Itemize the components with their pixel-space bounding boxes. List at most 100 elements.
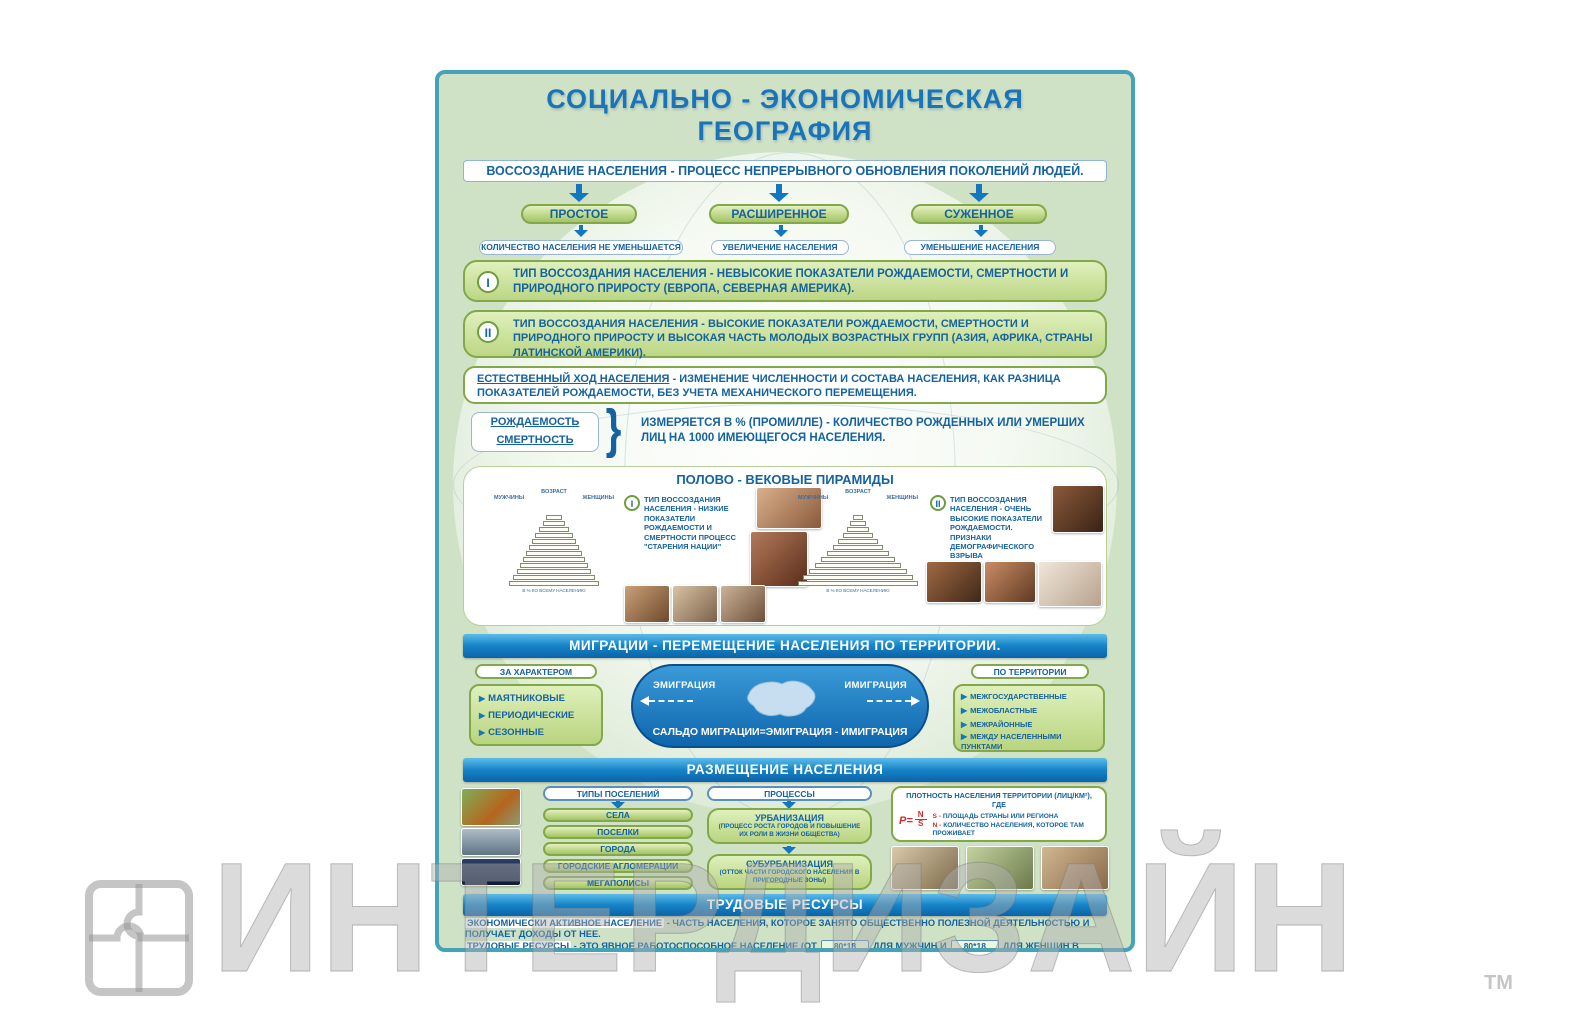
settlement-pill-poselki: ПОСЕЛКИ bbox=[543, 825, 693, 839]
age-threshold-box-women: 80*18 bbox=[950, 940, 999, 948]
reproduction-type-2-box: II ТИП ВОССОЗДАНИЯ НАСЕЛЕНИЯ - ВЫСОКИЕ П… bbox=[463, 310, 1107, 359]
emigration-arrow-icon bbox=[640, 696, 693, 706]
list-item: ▶МЕЖОБЛАСТНЫЕ bbox=[961, 706, 1038, 716]
pyramid-axis-label: В % КО ВСЕМУ НАСЕЛЕНИЮ bbox=[522, 588, 586, 593]
by-territory-title: ПО ТЕРРИТОРИИ bbox=[971, 664, 1089, 679]
birth-label: РОЖДАЕМОСТЬ bbox=[490, 416, 580, 428]
reproduction-definition: ВОССОЗДАНИЕ НАСЕЛЕНИЯ - ПРОЦЕСС НЕПРЕРЫВ… bbox=[463, 160, 1107, 182]
list-item: ▶СЕЗОННЫЕ bbox=[479, 727, 544, 739]
list-item: ▶МЕЖГОСУДАРСТВЕННЫЕ bbox=[961, 692, 1067, 702]
photo-village bbox=[461, 788, 521, 826]
pyramid-type-1-description: I ТИП ВОССОЗДАНИЯ НАСЕЛЕНИЯ - НИЗКИЕ ПОК… bbox=[624, 495, 752, 551]
age-axis-label: ВОЗРАСТ bbox=[845, 489, 871, 495]
arrow-down-icon bbox=[571, 225, 591, 237]
photo-elderly-couple bbox=[720, 585, 766, 623]
photo-african-child bbox=[1052, 485, 1104, 533]
emigration-label: ЭМИГРАЦИЯ bbox=[653, 680, 716, 691]
kind-pill-narrowed: СУЖЕННОЕ bbox=[911, 204, 1047, 224]
pyramid-type-1: ВОЗРАСТ МУЖЧИНЫ ЖЕНЩИНЫ В % КО ВСЕМУ НАС… bbox=[490, 489, 618, 593]
settlement-types-title: ТИПЫ ПОСЕЛЕНИЙ bbox=[543, 786, 693, 801]
migration-banner: МИГРАЦИИ - ПЕРЕМЕЩЕНИЕ НАСЕЛЕНИЯ ПО ТЕРР… bbox=[463, 634, 1107, 658]
arrow-right-icon: ▶ bbox=[479, 694, 486, 703]
kind-note-simple: КОЛИЧЕСТВО НАСЕЛЕНИЯ НЕ УМЕНЬШАЕТСЯ bbox=[479, 240, 683, 255]
suburbanization-title: СУБУРБАНИЗАЦИЯ bbox=[745, 859, 834, 869]
photo-young-woman bbox=[750, 531, 808, 587]
measure-text: ИЗМЕРЯЕТСЯ В % (ПРОМИЛЛЕ) - КОЛИЧЕСТВО Р… bbox=[641, 417, 1085, 444]
pyramid-type-2-description: II ТИП ВОССОЗДАНИЯ НАСЕЛЕНИЯ - ОЧЕНЬ ВЫС… bbox=[930, 495, 1050, 561]
death-label: СМЕРТНОСТЬ bbox=[496, 434, 574, 446]
migration-saldo: САЛЬДО МИГРАЦИИ=ЭМИГРАЦИЯ - ИМИГРАЦИЯ bbox=[652, 726, 908, 738]
by-territory-list: ▶МЕЖГОСУДАРСТВЕННЫЕ ▶МЕЖОБЛАСТНЫЕ ▶МЕЖРА… bbox=[953, 684, 1105, 752]
urbanization-note: (ПРОЦЕСС РОСТА ГОРОДОВ И ПОВЫШЕНИЕ ИХ РО… bbox=[718, 823, 861, 838]
poster-title-line1: СОЦИАЛЬНО - ЭКОНОМИЧЕСКАЯ bbox=[546, 84, 1024, 114]
photo-house-2 bbox=[966, 846, 1034, 890]
labor-text: ЭКОНОМИЧЕСКИ АКТИВНОЕ НАСЕЛЕНИЕ - ЧАСТЬ … bbox=[465, 918, 1109, 948]
numeral-II-icon: II bbox=[477, 321, 499, 343]
suburbanization-note: (ОТТОК ЧАСТИ ГОРОДСКОГО НАСЕЛЕНИЯ В ПРИГ… bbox=[719, 869, 860, 884]
women-label: ЖЕНЩИНЫ bbox=[582, 495, 614, 501]
pyramid-type-2: ВОЗРАСТ МУЖЧИНЫ ЖЕНЩИНЫ В % КО ВСЕМУ НАС… bbox=[794, 489, 922, 593]
list-item: ▶МЕЖРАЙОННЫЕ bbox=[961, 720, 1033, 730]
arrow-right-icon: ▶ bbox=[961, 692, 968, 702]
pyramids-title: ПОЛОВО - ВЕКОВЫЕ ПИРАМИДЫ bbox=[676, 472, 894, 487]
immigration-arrow-icon bbox=[867, 696, 920, 706]
poster-title-line2: ГЕОГРАФИЯ bbox=[697, 116, 873, 146]
list-item: ▶ПЕРИОДИЧЕСКИЕ bbox=[479, 710, 575, 722]
natural-course-title: ЕСТЕСТВЕННЫЙ ХОД НАСЕЛЕНИЯ bbox=[477, 373, 670, 385]
arrow-down-icon bbox=[569, 184, 589, 202]
arrow-down-icon bbox=[608, 801, 628, 809]
puzzle-logo-icon bbox=[85, 880, 193, 996]
men-label: МУЖЧИНЫ bbox=[798, 495, 829, 501]
numeral-I-icon: I bbox=[624, 495, 640, 511]
settlement-pill-megapolisy: МЕГАПОЛИСЫ bbox=[543, 876, 693, 890]
age-threshold-box-men: 80*18 bbox=[820, 940, 870, 948]
arrow-right-icon: ▶ bbox=[479, 711, 486, 721]
arrow-right-icon: ▶ bbox=[961, 732, 968, 742]
photo-elderly-man-child bbox=[624, 585, 670, 623]
labor-line-1: ЭКОНОМИЧЕСКИ АКТИВНОЕ НАСЕЛЕНИЕ - ЧАСТЬ … bbox=[465, 918, 1090, 939]
urbanization-box: УРБАНИЗАЦИЯ (ПРОЦЕСС РОСТА ГОРОДОВ И ПОВ… bbox=[707, 808, 872, 844]
photo-adult-couple bbox=[756, 487, 822, 529]
density-definitions: S - ПЛОЩАДЬ СТРАНЫ ИЛИ РЕГИОНА N - КОЛИЧ… bbox=[932, 813, 1084, 838]
pyramid-type-2-text: ТИП ВОССОЗДАНИЯ НАСЕЛЕНИЯ - ОЧЕНЬ ВЫСОКИ… bbox=[950, 495, 1043, 561]
watermark-tm: ТМ bbox=[1484, 972, 1513, 994]
numeral-I-icon: I bbox=[477, 271, 499, 293]
by-character-list: ▶МАЯТНИКОВЫЕ ▶ПЕРИОДИЧЕСКИЕ ▶СЕЗОННЫЕ bbox=[469, 684, 603, 746]
photo-baby bbox=[1038, 561, 1102, 607]
placement-banner: РАЗМЕЩЕНИЕ НАСЕЛЕНИЯ bbox=[463, 758, 1107, 782]
kind-note-narrowed: УМЕНЬШЕНИЕ НАСЕЛЕНИЯ bbox=[904, 240, 1056, 255]
kind-note-expanded: УВЕЛИЧЕНИЕ НАСЕЛЕНИЯ bbox=[711, 240, 849, 255]
kind-pill-simple: ПРОСТОЕ bbox=[521, 204, 637, 224]
arrow-right-icon: ▶ bbox=[479, 728, 486, 738]
pyramid-axis-label: В % КО ВСЕМУ НАСЕЛЕНИЮ bbox=[826, 588, 890, 593]
immigration-label: ИМИГРАЦИЯ bbox=[844, 680, 907, 691]
pyramid-bars bbox=[490, 503, 618, 587]
birth-death-box: РОЖДАЕМОСТЬ СМЕРТНОСТЬ bbox=[471, 412, 599, 452]
arrow-right-icon: ▶ bbox=[961, 706, 968, 716]
photo-city-night bbox=[461, 858, 521, 886]
arrow-down-icon bbox=[771, 225, 791, 237]
age-axis-label: ВОЗРАСТ bbox=[541, 489, 567, 495]
pyramid-bars bbox=[794, 503, 922, 587]
pyramid-type-1-text: ТИП ВОССОЗДАНИЯ НАСЕЛЕНИЯ - НИЗКИЕ ПОКАЗ… bbox=[644, 495, 737, 551]
suburbanization-box: СУБУРБАНИЗАЦИЯ (ОТТОК ЧАСТИ ГОРОДСКОГО Н… bbox=[707, 854, 872, 890]
arrow-right-icon: ▶ bbox=[961, 720, 968, 730]
photo-house-3 bbox=[1041, 846, 1109, 890]
density-title: ПЛОТНОСТЬ НАСЕЛЕНИЯ ТЕРРИТОРИИ (ЛИЦ/КМ²)… bbox=[906, 791, 1092, 809]
reproduction-type-2-text: ТИП ВОССОЗДАНИЯ НАСЕЛЕНИЯ - ВЫСОКИЕ ПОКА… bbox=[513, 318, 1093, 359]
brace-icon: } bbox=[605, 399, 622, 459]
labor-banner: ТРУДОВЫЕ РЕСУРСЫ bbox=[463, 894, 1107, 916]
reproduction-type-1-box: I ТИП ВОССОЗДАНИЯ НАСЕЛЕНИЯ - НЕВЫСОКИЕ … bbox=[463, 260, 1107, 302]
men-label: МУЖЧИНЫ bbox=[494, 495, 525, 501]
poster: СОЦИАЛЬНО - ЭКОНОМИЧЕСКАЯ ГЕОГРАФИЯ ВОСС… bbox=[435, 70, 1135, 952]
processes-title: ПРОЦЕССЫ bbox=[707, 786, 872, 801]
numeral-II-icon: II bbox=[930, 495, 946, 511]
photo-toddler bbox=[984, 561, 1036, 603]
photo-city bbox=[461, 828, 521, 856]
natural-course-text: - ИЗМЕНЕНИЕ ЧИСЛЕННОСТИ И СОСТАВА НАСЕЛЕ… bbox=[477, 373, 1061, 400]
photo-children-group bbox=[926, 561, 982, 603]
migration-capsule: ЭМИГРАЦИЯ ИМИГРАЦИЯ САЛЬДО МИГРАЦИИ=ЭМИГ… bbox=[631, 664, 929, 748]
list-item: ▶МАЯТНИКОВЫЕ bbox=[479, 693, 565, 705]
urbanization-title: УРБАНИЗАЦИЯ bbox=[755, 813, 824, 823]
kind-pill-expanded: РАСШИРЕННОЕ bbox=[709, 204, 849, 224]
